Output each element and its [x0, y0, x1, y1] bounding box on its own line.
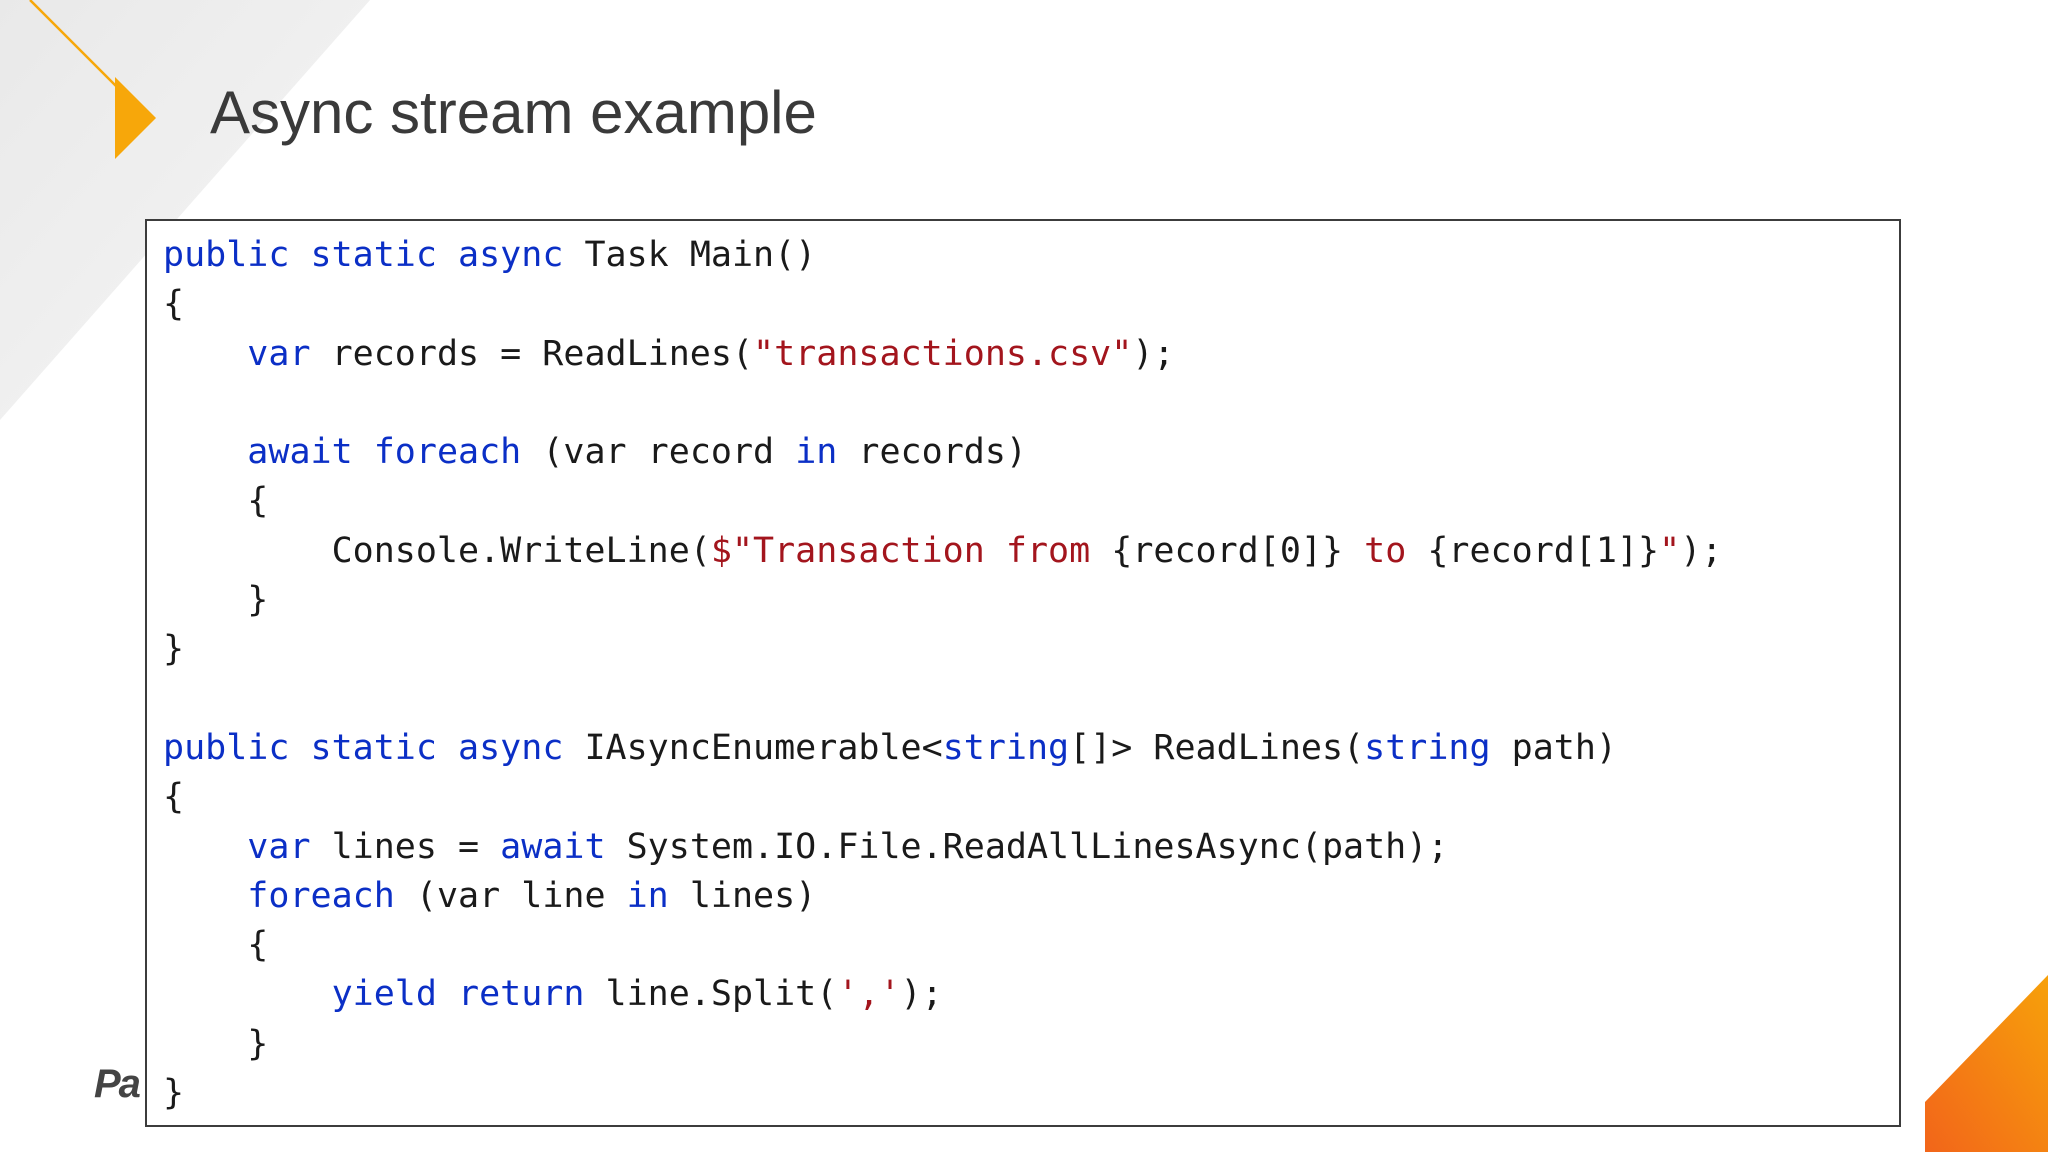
- code-text: lines): [668, 875, 817, 916]
- code-line: var records = ReadLines("transactions.cs…: [163, 330, 1899, 379]
- code-line: }: [163, 1020, 1899, 1069]
- code-keyword: return: [458, 974, 585, 1015]
- code-text: Console.WriteLine(: [163, 530, 711, 571]
- code-string: ',': [837, 974, 901, 1015]
- code-line: }: [163, 625, 1899, 674]
- code-text: [163, 974, 332, 1014]
- code-text: records = ReadLines(: [310, 333, 754, 374]
- code-keyword: static: [310, 727, 437, 768]
- code-line: }: [163, 1069, 1899, 1118]
- code-line: {: [163, 773, 1899, 822]
- code-text: [289, 235, 310, 275]
- code-text: }: [163, 1023, 269, 1064]
- code-text: );: [1680, 530, 1723, 571]
- code-text: [163, 432, 247, 472]
- accent-line: [29, 0, 119, 89]
- code-text: []> ReadLines(: [1069, 727, 1365, 768]
- code-keyword: in: [626, 875, 669, 916]
- code-line: public static async IAsyncEnumerable<str…: [163, 724, 1899, 773]
- code-text: [437, 728, 458, 768]
- code-string: $"Transaction from: [710, 530, 1112, 571]
- code-line: [163, 379, 1899, 428]
- code-text: {record[0]}: [1111, 530, 1344, 571]
- code-string: ": [1659, 530, 1681, 571]
- code-text: lines =: [310, 826, 501, 867]
- code-line: public static async Task Main(): [163, 231, 1899, 280]
- code-text: }: [163, 1073, 185, 1114]
- code-keyword: yield: [331, 974, 437, 1015]
- code-text: [353, 432, 374, 472]
- code-keyword: foreach: [373, 432, 522, 473]
- code-text: path): [1490, 727, 1618, 768]
- code-text: {: [163, 925, 269, 966]
- orange-corner-shape: [1925, 975, 2048, 1152]
- code-string: to: [1343, 530, 1428, 571]
- code-text: Task Main(): [563, 235, 817, 275]
- code-text: }: [163, 580, 269, 621]
- code-text: [163, 827, 247, 867]
- code-text: );: [900, 974, 943, 1015]
- code-text: );: [1132, 333, 1175, 374]
- code-keyword: public: [163, 727, 290, 768]
- code-text: [437, 974, 458, 1014]
- code-string: "transactions.csv": [753, 333, 1133, 374]
- code-block: public static async Task Main(){ var rec…: [145, 219, 1901, 1127]
- accent-triangle-marker: [115, 77, 156, 159]
- code-text: records): [837, 432, 1027, 473]
- code-line: Console.WriteLine($"Transaction from {re…: [163, 527, 1899, 576]
- code-line: var lines = await System.IO.File.ReadAll…: [163, 823, 1899, 872]
- code-line: yield return line.Split(',');: [163, 970, 1899, 1019]
- code-line: await foreach (var record in records): [163, 428, 1899, 477]
- code-keyword: async: [458, 727, 564, 768]
- code-keyword: await: [500, 826, 606, 867]
- code-text: [163, 876, 247, 916]
- code-line: {: [163, 921, 1899, 970]
- code-text: {: [163, 284, 185, 325]
- code-text: {: [163, 481, 269, 522]
- code-text: }: [163, 629, 185, 670]
- code-line: foreach (var line in lines): [163, 872, 1899, 921]
- code-line: [163, 675, 1899, 724]
- code-text: [289, 728, 310, 768]
- logo: Pa: [94, 1062, 141, 1106]
- code-text: line.Split(: [584, 974, 838, 1015]
- code-keyword: foreach: [247, 875, 395, 916]
- code-text: {: [163, 777, 185, 818]
- code-text: [163, 334, 247, 374]
- code-text: [437, 235, 458, 275]
- code-keyword: in: [795, 432, 838, 473]
- code-keyword: var: [247, 826, 311, 867]
- code-keyword: static: [310, 235, 437, 275]
- code-text: IAsyncEnumerable<: [563, 727, 943, 768]
- code-text: {record[1]}: [1427, 530, 1660, 571]
- code-line: {: [163, 280, 1899, 329]
- code-text: (var record: [521, 432, 796, 473]
- code-text: System.IO.File.ReadAllLinesAsync(path);: [605, 826, 1449, 867]
- code-text: (var line: [394, 875, 627, 916]
- code-keyword: string: [1364, 727, 1491, 768]
- code-keyword: string: [942, 727, 1070, 768]
- code-line: }: [163, 576, 1899, 625]
- code-keyword: var: [247, 333, 311, 374]
- code-keyword: public: [163, 235, 290, 275]
- code-keyword: await: [247, 432, 353, 473]
- code-line: {: [163, 477, 1899, 526]
- code-listing: public static async Task Main(){ var rec…: [163, 231, 1899, 1118]
- code-keyword: async: [458, 235, 564, 275]
- slide-title: Async stream example: [210, 79, 817, 146]
